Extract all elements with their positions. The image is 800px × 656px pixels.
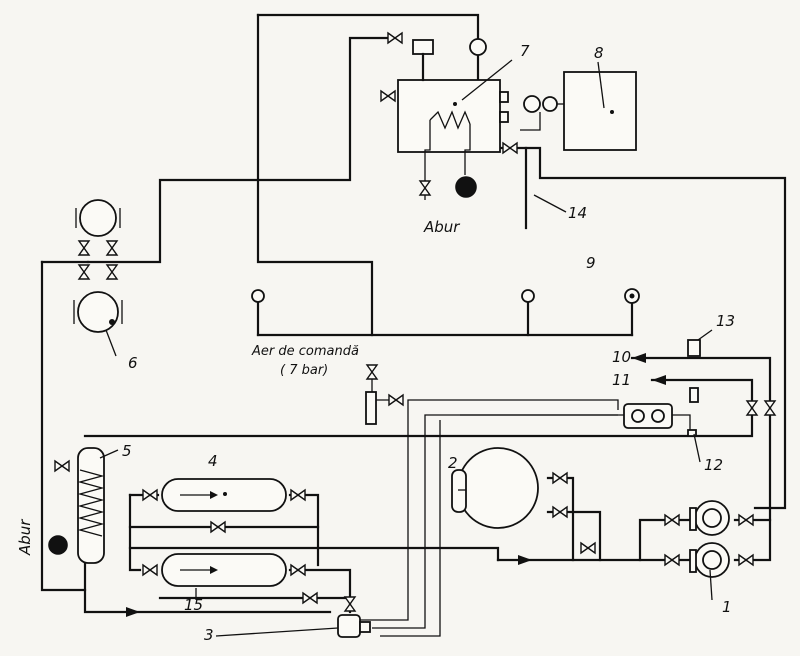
tank-7 — [397, 39, 509, 200]
num-3: 3 — [204, 626, 214, 644]
instrument-12 — [623, 403, 697, 437]
label-steam-top: Abur — [423, 218, 460, 236]
air-regulator — [365, 391, 377, 425]
label-control-air: Aer de comandă — [251, 344, 359, 359]
num-6: 6 — [128, 354, 138, 372]
arrow-11 — [652, 375, 666, 385]
leader-lines — [99, 59, 713, 637]
separator-3 — [337, 614, 371, 638]
num-7: 7 — [520, 42, 530, 60]
num-11: 11 — [612, 371, 631, 389]
num-14: 14 — [568, 204, 587, 222]
exchanger-6 — [73, 199, 123, 333]
labels: Abur Abur Aer de comandă ( 7 bar) 1 2 3 … — [16, 42, 735, 644]
instrument-11 — [689, 387, 699, 403]
num-12: 12 — [704, 456, 723, 474]
label-steam-left: Abur — [16, 519, 34, 556]
gauge-air-1 — [251, 289, 265, 303]
pipework — [40, 13, 787, 637]
num-10: 10 — [612, 348, 631, 366]
num-15: 15 — [184, 596, 203, 614]
num-8: 8 — [594, 44, 604, 62]
num-2: 2 — [448, 454, 458, 472]
gauge-top — [469, 38, 487, 56]
num-9: 9 — [586, 254, 596, 272]
tank-8 — [520, 71, 637, 151]
arrow-return — [126, 607, 140, 617]
arrow-10 — [632, 353, 646, 363]
heater-5 — [48, 447, 105, 564]
num-4: 4 — [208, 452, 218, 470]
num-5: 5 — [122, 442, 132, 460]
num-13: 13 — [716, 312, 735, 330]
filter-15 — [161, 553, 287, 587]
gauge-air-2 — [521, 289, 535, 303]
num-1: 1 — [722, 598, 732, 616]
tank-2 — [451, 447, 539, 529]
filter-4 — [161, 478, 287, 512]
instrument-13 — [687, 339, 701, 357]
label-control-air-pressure: ( 7 bar) — [280, 363, 328, 378]
arrow-pump — [518, 555, 532, 565]
pumps-1 — [689, 500, 730, 578]
